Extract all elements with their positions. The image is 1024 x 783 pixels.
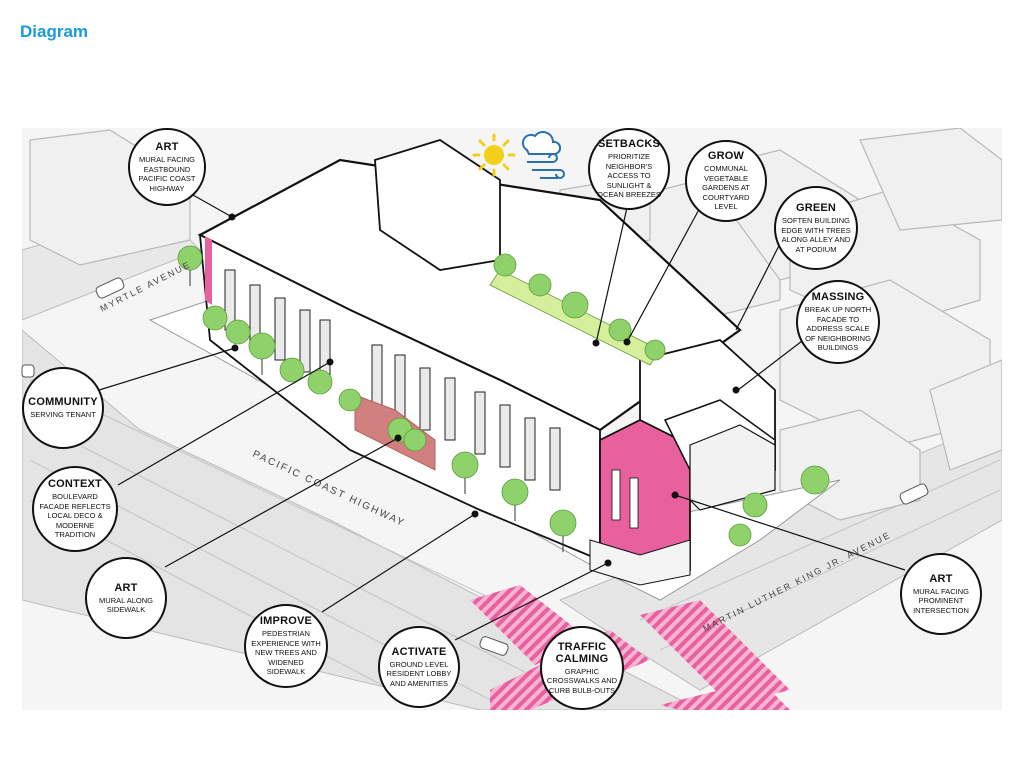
callout-grow: GROW COMMUNAL VEGETABLE GARDENS AT COURT…: [685, 140, 767, 222]
callout-title: ART: [155, 141, 179, 153]
callout-title: ACTIVATE: [391, 645, 447, 658]
callout-description: MURAL ALONG SIDEWALK: [99, 595, 153, 615]
callout-setbacks: SETBACKS PRIORITIZE NEIGHBOR'S ACCESS TO…: [588, 128, 670, 210]
callout-title: TRAFFIC CALMING: [555, 640, 609, 665]
callout-art-eastbound: ART MURAL FACING EASTBOUND PACIFIC COAST…: [128, 128, 206, 206]
callout-green: GREEN SOFTEN BUILDING EDGE WITH TREES AL…: [774, 186, 858, 270]
callout-description: PRIORITIZE NEIGHBOR'S ACCESS TO SUNLIGHT…: [597, 152, 661, 200]
callout-title: IMPROVE: [259, 615, 313, 628]
callout-description: COMMUNAL VEGETABLE GARDENS AT COURTYARD …: [702, 164, 750, 212]
callout-title: COMMUNITY: [28, 396, 98, 409]
callout-art-intersection: ART MURAL FACING PROMINENT INTERSECTION: [900, 553, 982, 635]
callout-title: GREEN: [795, 202, 837, 214]
page-title: Diagram: [20, 22, 89, 41]
leader-lines: [82, 194, 906, 641]
callout-description: PEDESTRIAN EXPERIENCE WITH NEW TREES AND…: [251, 629, 321, 677]
callout-improve: IMPROVE PEDESTRIAN EXPERIENCE WITH NEW T…: [244, 604, 328, 688]
trees: [177, 245, 830, 547]
callout-title: SETBACKS: [597, 138, 661, 151]
callout-title: MASSING: [811, 291, 865, 304]
callout-title: ART: [114, 581, 138, 594]
cars: [21, 277, 929, 656]
site-context: [22, 128, 1002, 710]
callout-description: GRAPHIC CROSSWALKS AND CURB BULB-OUTS: [546, 666, 618, 695]
callout-description: BREAK UP NORTH FACADE TO ADDRESS SCALE O…: [804, 305, 872, 353]
callout-description: MURAL FACING EASTBOUND PACIFIC COAST HIG…: [138, 155, 196, 193]
callout-traffic-calming: TRAFFIC CALMING GRAPHIC CROSSWALKS AND C…: [540, 626, 624, 710]
callout-description: SERVING TENANT: [30, 410, 96, 420]
callout-art-sidewalk: ART MURAL ALONG SIDEWALK: [85, 557, 167, 639]
callout-description: SOFTEN BUILDING EDGE WITH TREES ALONG AL…: [781, 216, 851, 254]
callout-activate: ACTIVATE GROUND LEVEL RESIDENT LOBBY AND…: [378, 626, 460, 708]
sun-icon: [472, 133, 516, 177]
callout-description: BOULEVARD FACADE REFLECTS LOCAL DECO & M…: [39, 492, 111, 540]
callout-title: CONTEXT: [48, 478, 102, 491]
callout-massing: MASSING BREAK UP NORTH FACADE TO ADDRESS…: [796, 280, 880, 364]
callout-community: COMMUNITY SERVING TENANT: [22, 367, 104, 449]
callout-description: GROUND LEVEL RESIDENT LOBBY AND AMENITIE…: [386, 659, 452, 688]
callout-title: ART: [929, 572, 953, 585]
callout-title: GROW: [707, 150, 745, 163]
callout-description: MURAL FACING PROMINENT INTERSECTION: [913, 586, 969, 615]
leader-dots: [228, 213, 740, 567]
callout-context: CONTEXT BOULEVARD FACADE REFLECTS LOCAL …: [32, 466, 118, 552]
wind-cloud-icon: [521, 131, 565, 179]
